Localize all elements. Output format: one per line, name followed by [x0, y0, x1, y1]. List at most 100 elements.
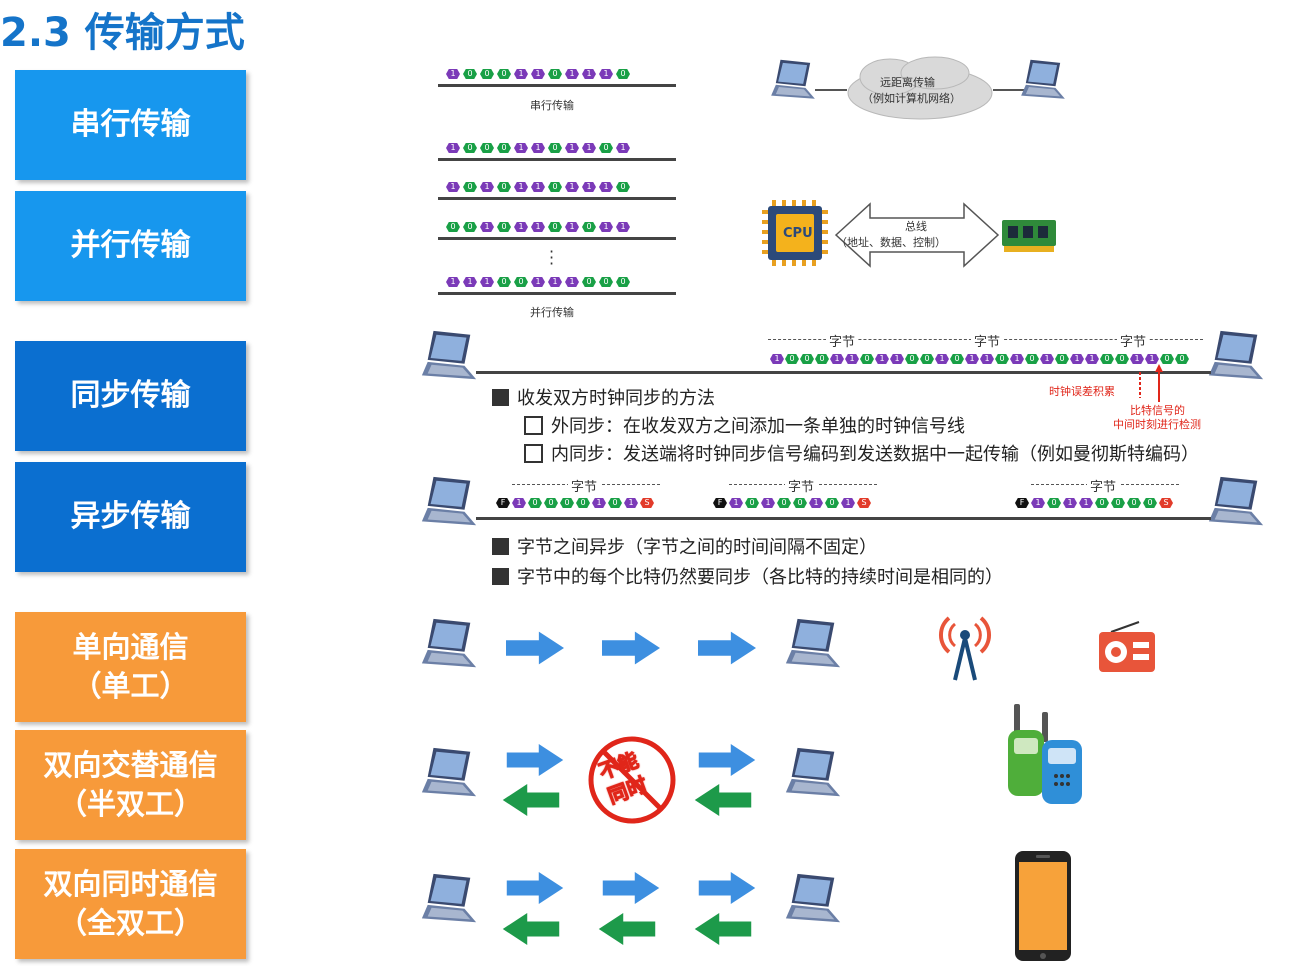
- sync-byte-label: 字节: [826, 331, 859, 350]
- async-byte-label: 字节: [785, 476, 818, 495]
- bit-cell: 0: [793, 498, 807, 508]
- bit-cell: 1: [531, 182, 545, 192]
- arrow-right-icon: [602, 631, 660, 665]
- red-check-arrows: [1139, 364, 1163, 402]
- bit-cell: 1: [565, 143, 579, 153]
- nav-async-transmission[interactable]: 异步传输: [15, 462, 246, 572]
- bit-cell: 0: [1047, 498, 1061, 508]
- bit-cell: 1: [582, 143, 596, 153]
- sync-item-internal: 内同步：发送端将时钟同步信号编码到发送数据中一起传输（例如曼彻斯特编码）: [524, 440, 1199, 466]
- arrow-right-icon: [698, 631, 756, 665]
- bit-cell: 1: [565, 182, 579, 192]
- async-byte-label: 字节: [1087, 476, 1120, 495]
- bit-cell: 0: [463, 143, 477, 153]
- bit-cell: 1: [616, 143, 630, 153]
- laptop-icon: [421, 747, 477, 797]
- bit-cell: 1: [565, 222, 579, 232]
- arrow-right-icon: [506, 744, 564, 776]
- bullet-square: [492, 538, 509, 555]
- bit-cell: 1: [935, 354, 949, 364]
- nav-full-duplex[interactable]: 双向同时通信 （全双工）: [15, 849, 246, 959]
- bit-cell: 0: [463, 222, 477, 232]
- bit-cell: 1: [1130, 354, 1144, 364]
- arrow-right-icon: [698, 744, 756, 776]
- bit-cell: 0: [446, 222, 460, 232]
- cloud-icon: [815, 56, 1025, 120]
- bit-cell: 1: [599, 69, 613, 79]
- bit-cell: 1: [531, 222, 545, 232]
- bit-cell: 0: [1175, 354, 1189, 364]
- bit-cell: 1: [463, 277, 477, 287]
- bit-cell: 0: [548, 222, 562, 232]
- bit-cell: 0: [548, 143, 562, 153]
- bit-cell: 0: [1143, 498, 1157, 508]
- nav-parallel-transmission[interactable]: 并行传输: [15, 191, 246, 301]
- bit-cell: 1: [531, 143, 545, 153]
- bit-cell: 0: [497, 222, 511, 232]
- bit-cell: 1: [599, 182, 613, 192]
- bit-cell: 0: [560, 498, 574, 508]
- bit-cell: 1: [514, 222, 528, 232]
- nav-serial-transmission[interactable]: 串行传输: [15, 70, 246, 180]
- bit-cell: 1: [582, 182, 596, 192]
- bit-cell: 1: [592, 498, 606, 508]
- bullet-square: [492, 389, 509, 406]
- bit-cell: 1: [980, 354, 994, 364]
- bit-cell: 0: [1025, 354, 1039, 364]
- bit-cell: 0: [860, 354, 874, 364]
- bit-cell: 1: [841, 498, 855, 508]
- laptop-icon: [1208, 476, 1264, 526]
- laptop-icon: [421, 618, 477, 668]
- bit-cell: 1: [548, 277, 562, 287]
- bit-cell: S: [1159, 498, 1173, 508]
- nav-simplex[interactable]: 单向通信 （单工）: [15, 612, 246, 722]
- bit-cell: 0: [1111, 498, 1125, 508]
- parallel-caption: 并行传输: [530, 306, 574, 319]
- arrow-left-icon: [694, 913, 752, 945]
- bit-cell: 0: [582, 277, 596, 287]
- nav-sync-transmission[interactable]: 同步传输: [15, 341, 246, 451]
- laptop-icon: [421, 476, 477, 526]
- bit-cell: 0: [1100, 354, 1114, 364]
- bit-cell: 0: [608, 498, 622, 508]
- bit-cell: 1: [565, 277, 579, 287]
- laptop-icon: [785, 873, 841, 923]
- cloud-label-line1: 远距离传输: [880, 76, 935, 89]
- serial-wire: [438, 84, 676, 87]
- arrow-left-icon: [694, 784, 752, 816]
- arrow-left-icon: [502, 913, 560, 945]
- bit-cell: 0: [544, 498, 558, 508]
- nav-half-duplex[interactable]: 双向交替通信 （半双工）: [15, 730, 246, 840]
- bit-cell: 1: [729, 498, 743, 508]
- bit-cell: 1: [845, 354, 859, 364]
- checkbox-icon: [524, 416, 543, 435]
- cloud-label-line2: （例如计算机网络）: [862, 92, 961, 105]
- bit-cell: 1: [830, 354, 844, 364]
- parallel-wire: [438, 197, 676, 200]
- bit-cell: 1: [480, 277, 494, 287]
- clock-error-label: 时钟误差积累: [1049, 385, 1115, 398]
- bit-cell: 1: [761, 498, 775, 508]
- bit-cell: 0: [576, 498, 590, 508]
- bit-cell: 0: [528, 498, 542, 508]
- bit-cell: 1: [512, 498, 526, 508]
- bit-cell: F: [713, 498, 727, 508]
- bit-cell: 0: [920, 354, 934, 364]
- bit-cell: 0: [497, 69, 511, 79]
- bit-cell: 1: [890, 354, 904, 364]
- bit-cell: 0: [548, 69, 562, 79]
- arrow-right-icon: [698, 872, 756, 904]
- no-badge-icon: [588, 736, 676, 824]
- bit-cell: 0: [1095, 498, 1109, 508]
- bullet-square: [492, 568, 509, 585]
- bit-cell: S: [857, 498, 871, 508]
- bit-cell: 0: [463, 182, 477, 192]
- bit-cell: 0: [548, 182, 562, 192]
- async-point-2: 字节中的每个比特仍然要同步（各比特的持续时间是相同的）: [492, 563, 1003, 589]
- bit-cell: 1: [616, 222, 630, 232]
